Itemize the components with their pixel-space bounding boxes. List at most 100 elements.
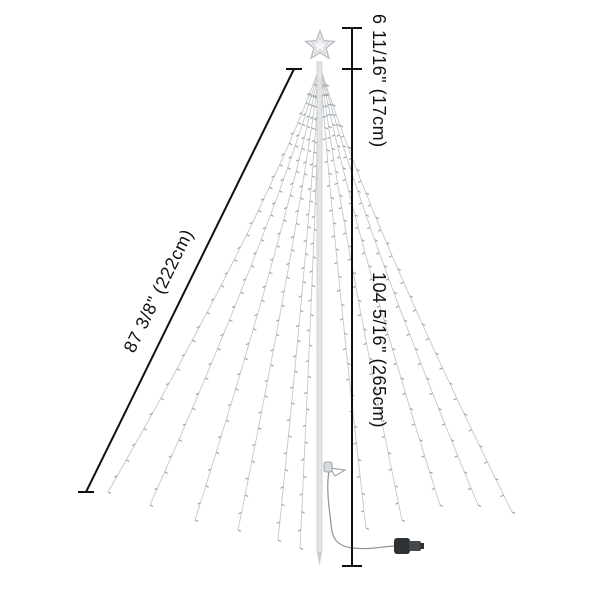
light-bulb <box>217 348 221 351</box>
light-bulb <box>331 147 336 151</box>
light-bulb <box>311 127 315 130</box>
light-bulb <box>326 184 331 188</box>
light-bulb <box>368 265 372 268</box>
light-bulb <box>208 362 212 366</box>
light-bulb <box>449 382 453 385</box>
light-bulb <box>291 402 295 405</box>
light-bulb <box>289 194 294 198</box>
light-bulb <box>107 491 112 494</box>
light-bulb <box>237 246 241 250</box>
light-bulb <box>302 113 306 116</box>
light-bulb <box>348 245 352 248</box>
light-bulb <box>306 125 311 129</box>
light-bulb <box>425 337 430 341</box>
light-bulb <box>363 328 367 331</box>
light-bulb <box>149 412 153 416</box>
light-bulb <box>288 156 292 159</box>
light-bulb <box>330 159 334 162</box>
light-bulb <box>305 253 309 256</box>
light-bulb <box>290 132 294 135</box>
light-bulb <box>330 196 335 200</box>
controller-plug-icon <box>394 538 424 554</box>
light-bulb <box>360 510 365 513</box>
light-bulb <box>403 319 408 322</box>
light-bulb <box>269 258 274 261</box>
light-bulb <box>299 185 303 188</box>
light-bulb <box>297 339 301 343</box>
light-bulb <box>304 441 309 444</box>
light-bulb <box>283 452 288 455</box>
light-bulb <box>310 242 314 245</box>
light-bulb <box>298 112 303 115</box>
light-bulb <box>331 134 336 137</box>
light-bulb <box>334 182 338 186</box>
light-bulb <box>426 377 430 380</box>
light-bulb <box>165 382 170 386</box>
light-bulb <box>300 458 305 461</box>
light-bulb <box>195 392 200 396</box>
light-bulb <box>419 439 423 442</box>
light-bulb <box>417 362 422 366</box>
light-bulb <box>258 411 262 414</box>
light-bulb <box>395 305 400 308</box>
light-bulb <box>244 357 248 361</box>
light-bulb <box>289 386 294 389</box>
light-bulb <box>334 261 338 265</box>
light-bulb <box>352 285 356 289</box>
light-bulb <box>341 303 345 307</box>
light-bulb <box>511 511 516 514</box>
light-bulb <box>233 259 238 262</box>
light-strand <box>194 65 321 521</box>
light-bulb <box>301 136 305 140</box>
light-bulb <box>220 285 225 288</box>
light-bulb <box>289 182 294 186</box>
light-bulb <box>422 323 426 326</box>
light-bulb <box>240 291 244 295</box>
light-bulb <box>322 138 326 141</box>
light-bulb <box>238 511 242 515</box>
light-bulb <box>477 504 482 507</box>
light-bulb <box>339 318 344 321</box>
light-bulb <box>283 219 287 222</box>
light-bulb <box>299 547 304 550</box>
light-bulb <box>375 216 380 220</box>
light-bulb <box>395 502 399 505</box>
light-bulb <box>237 372 241 376</box>
light-bulb <box>176 368 181 371</box>
light-bulb <box>385 278 390 281</box>
light-bulb <box>231 305 236 308</box>
light-bulb <box>281 503 285 507</box>
light-bulb <box>302 424 307 428</box>
light-bulb <box>310 314 314 317</box>
light-bulb <box>354 226 359 230</box>
light-strand <box>277 65 321 541</box>
light-bulb <box>468 429 472 432</box>
light-bulb <box>324 126 329 130</box>
light-bulb <box>258 427 262 430</box>
light-bulb <box>306 115 310 118</box>
light-bulb <box>388 255 393 258</box>
light-bulb <box>347 258 352 261</box>
light-bulb <box>215 451 220 455</box>
light-bulb <box>307 187 312 191</box>
light-bulb <box>464 471 468 474</box>
light-bulb <box>249 221 253 225</box>
light-bulb <box>306 329 311 332</box>
light-bulb <box>182 423 186 426</box>
light-bulb <box>309 163 314 166</box>
light-bulb <box>356 475 361 479</box>
light-bulb <box>340 135 345 138</box>
light-bulb <box>325 84 330 87</box>
light-bulb <box>298 295 302 298</box>
light-bulb <box>261 299 265 303</box>
light-bulb <box>181 353 185 357</box>
light-bulb <box>313 164 317 168</box>
light-bulb <box>302 123 306 127</box>
light-bulb <box>454 455 458 458</box>
light-bulb <box>401 519 406 522</box>
light-bulb <box>281 290 285 293</box>
light-bulb <box>114 475 118 478</box>
light-strand <box>319 65 441 506</box>
light-bulb <box>342 167 347 170</box>
light-bulb <box>467 487 472 491</box>
